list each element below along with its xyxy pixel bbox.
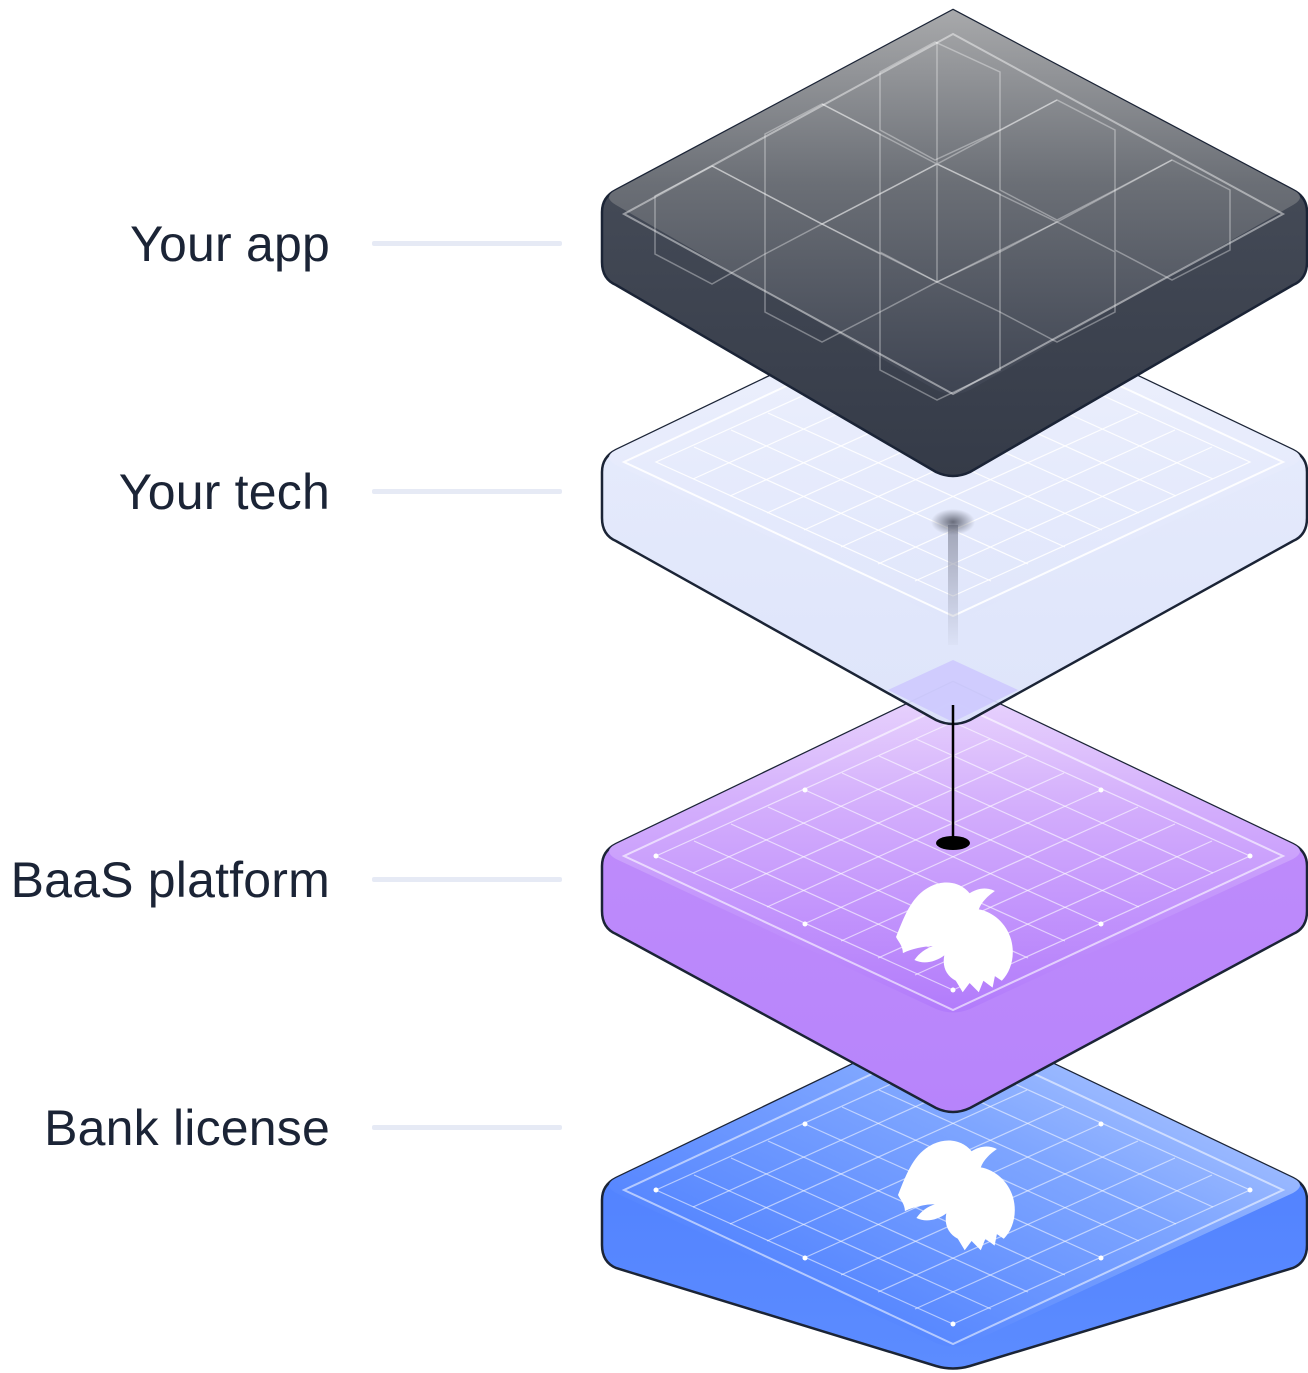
connector-line-tech bbox=[372, 489, 562, 494]
connector-line-app bbox=[372, 241, 562, 246]
layer-label-app: Your app bbox=[130, 216, 330, 272]
layer-bank-license bbox=[600, 1014, 1308, 1370]
connector-line-baas bbox=[372, 877, 562, 882]
hexagon-pattern bbox=[654, 41, 1231, 401]
layer-label-baas: BaaS platform bbox=[10, 852, 330, 908]
connector-line-bank bbox=[372, 1125, 562, 1130]
layer-your-app bbox=[600, 8, 1308, 478]
glow-point bbox=[931, 509, 975, 535]
layer-baas-platform bbox=[600, 680, 1308, 1114]
layer-label-tech: Your tech bbox=[118, 464, 330, 520]
connection-dot bbox=[936, 836, 970, 850]
layer-label-bank: Bank license bbox=[44, 1100, 330, 1156]
